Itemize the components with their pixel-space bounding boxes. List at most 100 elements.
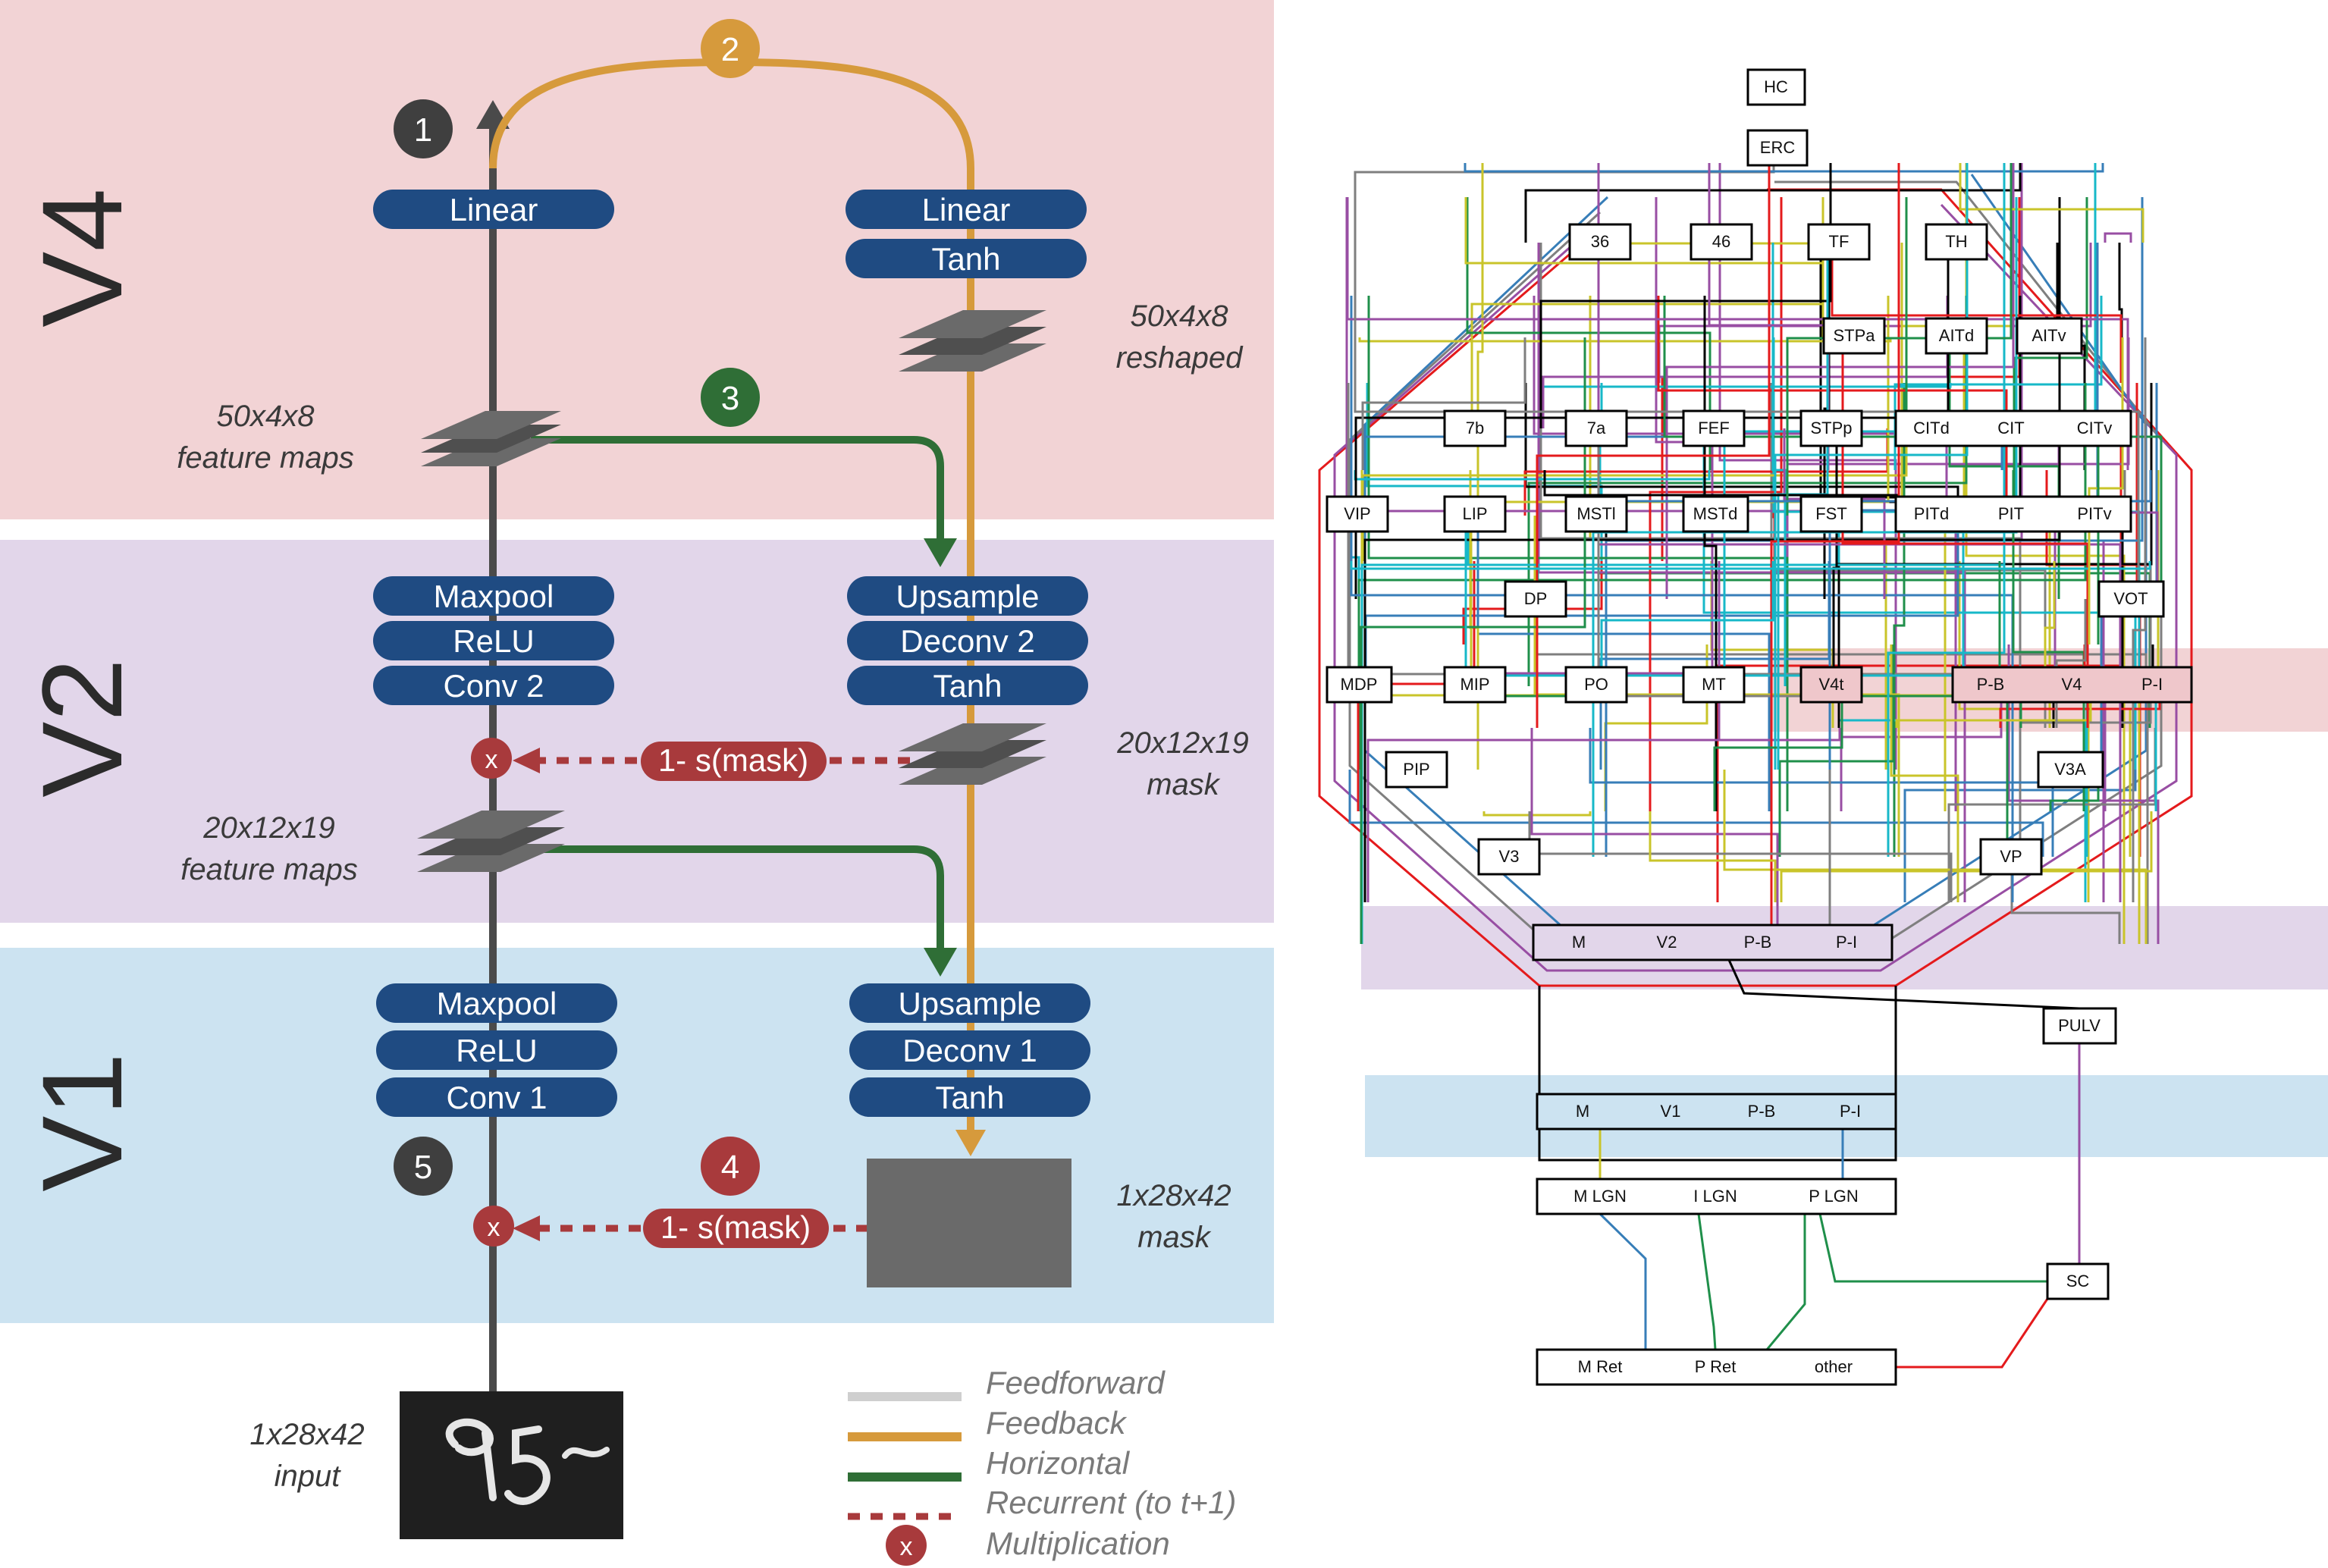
svg-text:TF: TF	[1829, 232, 1850, 251]
recurrent-arrowhead-v2	[513, 748, 540, 773]
horizontal-arrowhead-v2	[924, 948, 957, 977]
svg-text:PULV: PULV	[2058, 1016, 2101, 1035]
node-PIP: PIP	[1385, 751, 1448, 789]
wiring-edge	[1346, 197, 2129, 470]
wiring-edge	[1959, 163, 2144, 243]
v4-right-0: Linear	[922, 192, 1011, 227]
v2-mask-caption: mask	[1147, 768, 1221, 801]
node-DP: DP	[1504, 580, 1567, 618]
wiring-edge	[1890, 644, 1959, 902]
v2-right-0: Upsample	[896, 579, 1039, 614]
svg-text:46: 46	[1712, 232, 1730, 251]
node-Ret-group: M Ret P Ret other	[1536, 1348, 1897, 1386]
node-TF: TF	[1807, 223, 1871, 261]
svg-text:PITv: PITv	[2077, 504, 2111, 523]
step-1-num: 1	[414, 111, 432, 149]
svg-text:P-I: P-I	[1840, 1102, 1861, 1121]
wiring-edge	[1476, 470, 1771, 811]
legend-feedback-label: Feedback	[986, 1405, 1127, 1441]
svg-text:AITv: AITv	[2032, 326, 2066, 345]
svg-text:M: M	[1572, 933, 1586, 952]
v4-right-1: Tanh	[931, 241, 1000, 277]
v4-reshaped-dims: 50x4x8	[1131, 299, 1229, 333]
wiring-edge	[1366, 383, 1603, 599]
svg-text:FEF: FEF	[1698, 419, 1730, 437]
v4-left-0: Linear	[450, 192, 538, 227]
wiring-edge	[1360, 163, 2006, 944]
v4-reshaped-icon	[899, 310, 1046, 372]
v1-mask-dims: 1x28x42	[1116, 1179, 1231, 1212]
node-VIP: VIP	[1326, 495, 1389, 533]
node-TH: TH	[1925, 223, 1988, 261]
v2-feature-maps-icon	[417, 811, 565, 872]
v2-mask-icon	[899, 723, 1046, 785]
v2-right-2: Tanh	[933, 668, 1002, 704]
node-LGN-group: M LGN I LGN P LGN	[1536, 1178, 1897, 1215]
svg-text:V3: V3	[1499, 847, 1520, 866]
wiring-edge	[1466, 197, 1711, 470]
v2-right-stack: Upsample Deconv 2 Tanh	[847, 576, 1088, 705]
wiring-edge	[1366, 561, 1721, 902]
node-V4t: V4t	[1799, 666, 1863, 704]
svg-text:MDP: MDP	[1341, 675, 1378, 694]
node-V2-group: M V2 P-B P-I	[1532, 924, 1893, 961]
wiring-edge	[1697, 1213, 1717, 1350]
wiring-edge	[1361, 337, 1526, 470]
step-1: 1	[394, 99, 453, 158]
wiring-edge	[1350, 296, 2014, 902]
mask-op-v2: 1- s(mask)	[641, 742, 827, 781]
wiring-edge	[2044, 561, 2056, 686]
svg-text:M LGN: M LGN	[1573, 1187, 1627, 1206]
node-PULV: PULV	[2042, 1007, 2117, 1045]
horizontal-arrowhead-v4	[924, 538, 957, 567]
svg-text:I LGN: I LGN	[1693, 1187, 1737, 1206]
svg-text:P-B: P-B	[1744, 933, 1772, 952]
wiring-edge	[1649, 197, 1783, 811]
v4-features-dims: 50x4x8	[217, 400, 315, 433]
step-3-num: 3	[721, 380, 739, 417]
v4-reshaped-caption: reshaped	[1116, 341, 1244, 375]
step-4-num: 4	[721, 1149, 739, 1186]
svg-text:DP: DP	[1524, 589, 1548, 608]
svg-text:MT: MT	[1702, 675, 1726, 694]
wiring-edge	[1770, 163, 1900, 944]
v1-right-0: Upsample	[898, 986, 1041, 1021]
legend-multiplication-symbol: x	[900, 1532, 913, 1561]
node-V3A: V3A	[2037, 751, 2104, 789]
svg-text:V3A: V3A	[2054, 760, 2086, 779]
horizontal-connection-v4	[531, 436, 944, 538]
wiring-edge	[2132, 337, 2147, 902]
architecture-panel: V4 V2 V1 1- s(mask) 1- s(mask)	[0, 0, 1274, 1566]
wiring-edge	[1530, 728, 1779, 944]
node-46: 46	[1690, 223, 1753, 261]
v1-label: V1	[18, 1052, 146, 1191]
legend-feedforward-label: Feedforward	[986, 1365, 1166, 1400]
wiring-edge	[1589, 728, 2054, 857]
svg-text:P-B: P-B	[1977, 675, 2005, 694]
v2-features-dims: 20x12x19	[202, 811, 334, 845]
node-AITd: AITd	[1925, 317, 1988, 355]
wiring-edge	[2013, 197, 2088, 516]
v2-mask-dims: 20x12x19	[1116, 726, 1248, 760]
step-3: 3	[701, 368, 760, 427]
wiring-edge	[1357, 561, 1476, 811]
svg-text:CITd: CITd	[1913, 419, 1950, 437]
cortical-area-nodes: HC ERC 36 46 TF TH STPa AITd AITv 7b 7a …	[1326, 68, 2193, 1386]
wiring-edge	[1896, 1298, 2049, 1369]
node-MIP: MIP	[1443, 666, 1507, 704]
wiring-edge	[1538, 986, 1897, 1162]
svg-text:7a: 7a	[1587, 419, 1606, 437]
node-CIT-group: CITd CIT CITv	[1894, 409, 2132, 447]
v1-left-stack: Maxpool ReLU Conv 1	[376, 983, 617, 1117]
wiring-edge	[1778, 644, 1895, 857]
wiring-edge	[1765, 1213, 2047, 1350]
input-dims: 1x28x42	[249, 1418, 364, 1451]
node-7b: 7b	[1443, 409, 1507, 447]
svg-text:P-B: P-B	[1748, 1102, 1776, 1121]
svg-text:7b: 7b	[1466, 419, 1484, 437]
v2-features-caption: feature maps	[180, 853, 357, 886]
v2-label: V2	[18, 658, 146, 797]
wiring-edge	[1774, 163, 1969, 770]
node-SC: SC	[2046, 1262, 2110, 1300]
svg-text:VOT: VOT	[2113, 589, 2148, 608]
